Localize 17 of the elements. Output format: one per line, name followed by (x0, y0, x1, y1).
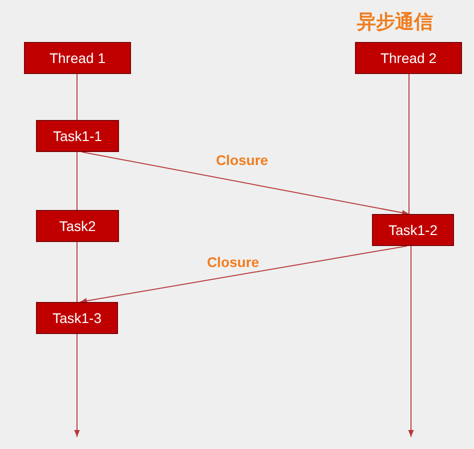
connector-line (76, 242, 78, 302)
connector-line (76, 152, 78, 210)
process-box: Thread 1 (24, 42, 131, 74)
process-box: Task1-2 (372, 214, 454, 246)
connector-line (408, 74, 410, 214)
arrow (80, 246, 408, 304)
connector-line (76, 74, 78, 120)
edge-label: Closure (214, 152, 270, 168)
arrow (408, 246, 414, 438)
process-box: Task1-1 (36, 120, 119, 152)
process-box: Thread 2 (355, 42, 462, 74)
title: 异步通信 (357, 10, 433, 35)
arrow (74, 334, 80, 438)
edge-label: Closure (204, 254, 262, 270)
process-box: Task1-3 (36, 302, 118, 334)
process-box: Task2 (36, 210, 119, 242)
arrow (82, 152, 410, 216)
